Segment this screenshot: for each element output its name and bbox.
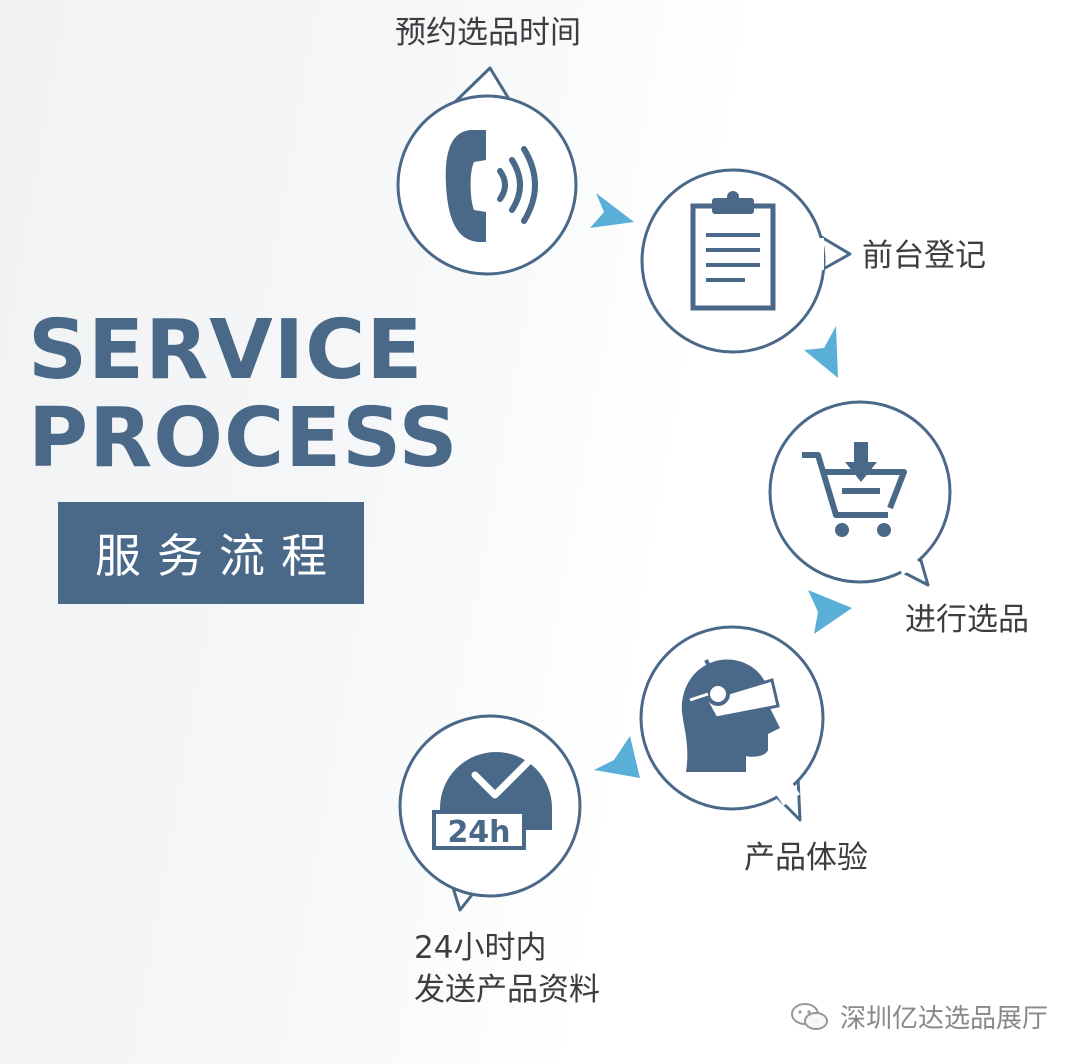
step-5-bubble: 24h: [398, 714, 582, 912]
watermark: 深圳亿达选品展厅: [790, 998, 1048, 1035]
subtitle-banner: 服务流程: [58, 502, 364, 604]
step-2-label: 前台登记: [862, 238, 986, 274]
wechat-icon: [791, 1002, 828, 1030]
shopping-cart-download-icon: [802, 442, 907, 537]
arrow-2-icon: [804, 326, 838, 378]
arrow-4-icon: [594, 736, 640, 778]
arrow-1-icon: [590, 193, 634, 228]
phone-icon: [445, 130, 538, 242]
vr-headset-user-icon: [681, 659, 780, 772]
clipboard-icon: [690, 191, 776, 311]
title-process: PROCESS: [28, 391, 459, 486]
title-service: SERVICE: [28, 303, 424, 398]
watermark-text: 深圳亿达选品展厅: [840, 1004, 1049, 1034]
24h-text: 24h: [447, 815, 510, 850]
step-1-label: 预约选品时间: [395, 15, 581, 51]
step-2-bubble: [640, 168, 852, 354]
step-1-bubble: [396, 66, 578, 276]
subtitle-text: 服务流程: [95, 529, 343, 583]
step-4-bubble: [639, 625, 825, 822]
step-3-label: 进行选品: [905, 602, 1029, 638]
arrow-3-icon: [808, 590, 852, 634]
step-5-label-line1: 24小时内: [414, 930, 547, 966]
24h-check-icon: 24h: [432, 752, 552, 850]
step-4-label: 产品体验: [744, 840, 868, 876]
step-3-bubble: [768, 400, 952, 587]
step-5-label-line2: 发送产品资料: [414, 972, 600, 1008]
